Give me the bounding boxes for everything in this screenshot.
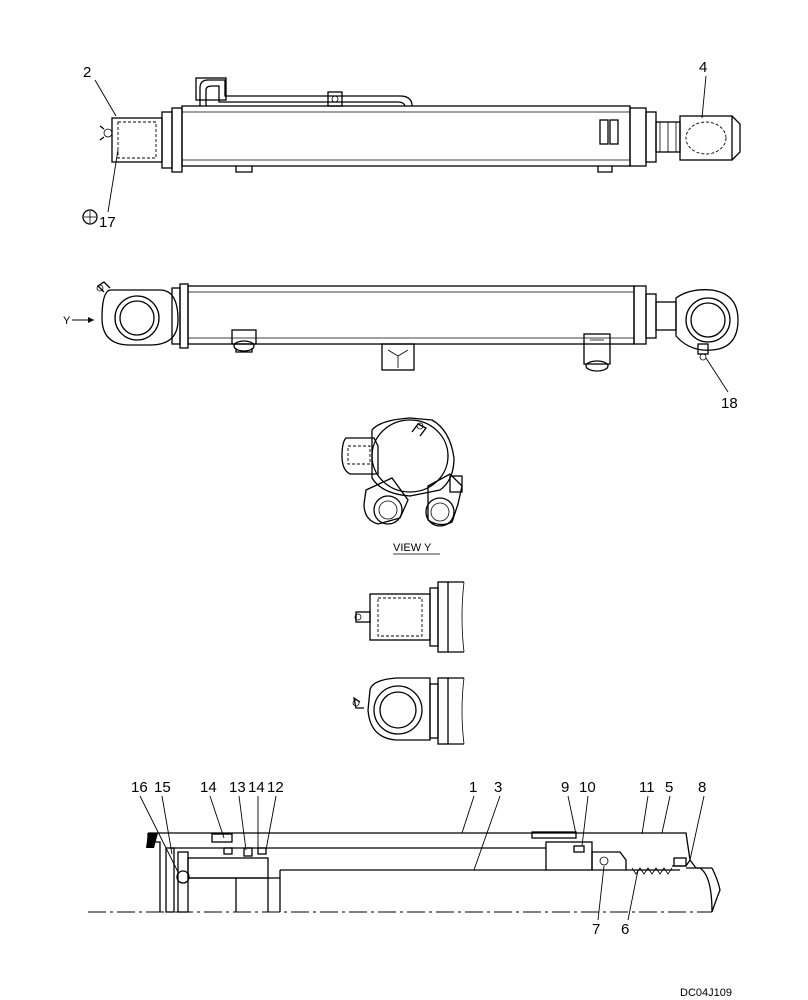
drawing-code: DC04J109 — [680, 987, 732, 999]
callout-1: 1 — [469, 779, 477, 796]
callout-6: 6 — [621, 921, 629, 938]
callout-7: 7 — [592, 921, 600, 938]
detail-eye-end — [352, 677, 465, 745]
callout-12: 12 — [267, 779, 284, 796]
callout-9: 9 — [561, 779, 569, 796]
callout-11: 11 — [639, 779, 655, 796]
callout-17: 17 — [99, 214, 116, 231]
callout-14b: 14 — [248, 779, 265, 796]
section-view — [88, 831, 721, 913]
top-view-cylinder — [99, 77, 741, 173]
view-y-label: VIEW Y — [393, 542, 432, 554]
callout-18: 18 — [721, 395, 738, 412]
callout-5: 5 — [665, 779, 673, 796]
callout-14a: 14 — [200, 779, 217, 796]
callout-2: 2 — [83, 64, 91, 81]
callout-15: 15 — [154, 779, 171, 796]
callout-16: 16 — [131, 779, 148, 796]
detail-clevis-end — [354, 581, 465, 653]
grease-fitting-icon — [82, 209, 98, 225]
callout-4: 4 — [699, 59, 707, 76]
callout-13: 13 — [229, 779, 246, 796]
view-y-end-view — [341, 417, 463, 527]
side-view-cylinder — [96, 281, 739, 372]
callout-3: 3 — [494, 779, 502, 796]
arrow-right-icon — [72, 317, 94, 323]
view-y-marker: Y — [63, 315, 71, 327]
callout-10: 10 — [579, 779, 596, 796]
callout-8: 8 — [698, 779, 706, 796]
